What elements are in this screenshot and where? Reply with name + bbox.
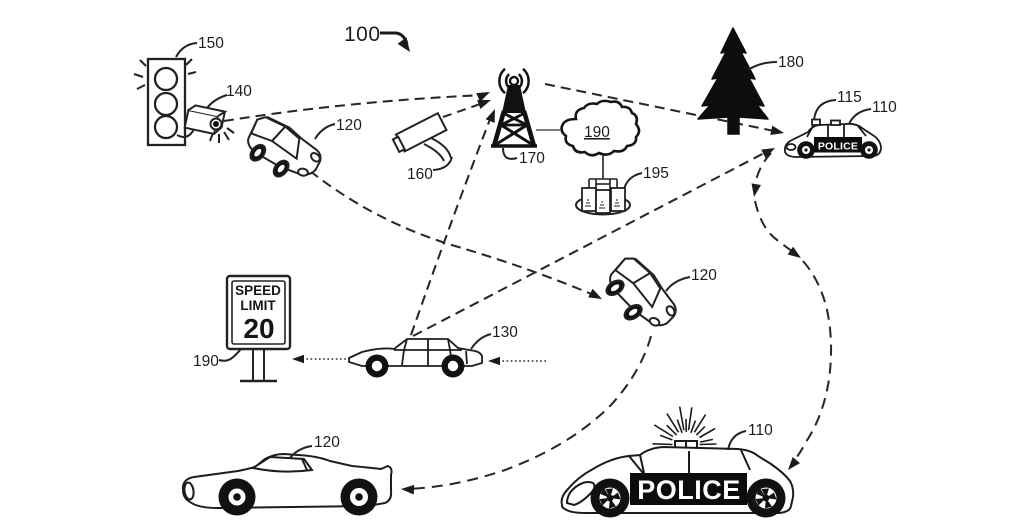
svg-text:LIMIT: LIMIT bbox=[240, 298, 276, 313]
svg-text:180: 180 bbox=[778, 54, 804, 71]
svg-text:110: 110 bbox=[748, 422, 773, 439]
svg-text:190: 190 bbox=[193, 353, 219, 370]
svg-text:140: 140 bbox=[226, 83, 252, 100]
svg-text:160: 160 bbox=[407, 166, 433, 183]
svg-text:120: 120 bbox=[314, 434, 340, 451]
svg-text:POLICE: POLICE bbox=[818, 141, 858, 153]
svg-text:115: 115 bbox=[837, 89, 862, 106]
svg-text:POLICE: POLICE bbox=[637, 475, 741, 505]
svg-text:110: 110 bbox=[872, 99, 897, 116]
svg-text:130: 130 bbox=[492, 324, 518, 341]
svg-text:100: 100 bbox=[344, 23, 381, 46]
svg-text:190: 190 bbox=[584, 124, 610, 141]
svg-text:20: 20 bbox=[243, 313, 274, 344]
svg-text:SPEED: SPEED bbox=[235, 283, 281, 298]
svg-text:195: 195 bbox=[643, 165, 669, 182]
svg-text:120: 120 bbox=[336, 117, 362, 134]
svg-text:120: 120 bbox=[691, 267, 717, 284]
svg-text:170: 170 bbox=[519, 150, 545, 167]
svg-text:150: 150 bbox=[198, 35, 224, 52]
